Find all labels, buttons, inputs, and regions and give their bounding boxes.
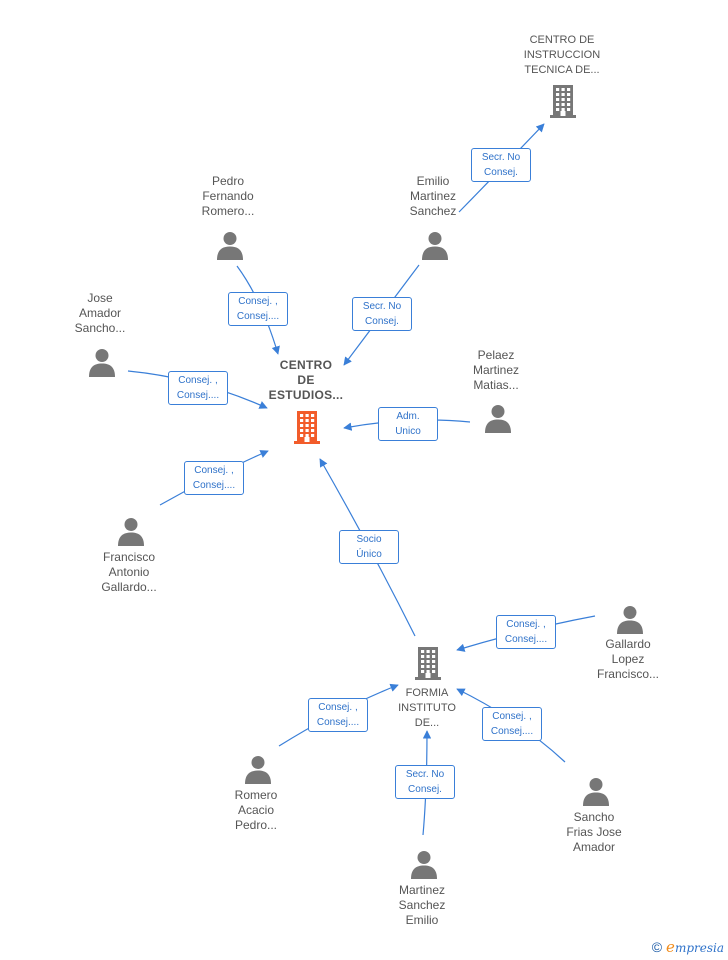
edge-label-line: Consej. , [506,619,546,630]
node-label-line: Emilio [416,174,450,188]
node-label-line: Jose [87,291,113,305]
edge-label-e2[interactable]: Consej. , Consej.... [228,292,288,326]
node-label-line: CENTRO DE [529,34,595,46]
node-label-line: INSTRUCCION [523,49,601,61]
person-icon[interactable] [409,849,439,884]
node-label-line: CENTRO [279,358,333,372]
edge-label-line: Único [356,549,382,560]
edge-label-line: Consej. , [318,702,358,713]
person-icon[interactable] [243,754,273,789]
node-label-line: Martinez [398,883,445,897]
edge-label-line: Consej.... [192,480,236,491]
edge-label-line: Consej. [365,316,399,327]
node-label-line: Francisco... [596,667,659,681]
edge-label-line: Socio [356,534,382,545]
node-label-line: Sancho... [74,321,126,335]
edge-label-line: Consej. [408,784,442,795]
node-label-line: Gallardo [605,637,651,651]
node-label-line: Frias Jose [566,825,622,839]
node-label-line: DE... [414,717,440,729]
node-label-line: Lopez [611,652,645,666]
edge-label-line: Consej. , [492,711,532,722]
building-icon[interactable] [412,646,444,685]
edge-label-e11[interactable]: Secr. No Consej. [395,765,455,799]
building-icon[interactable] [547,84,579,123]
edge-label-line: Consej. , [238,296,278,307]
edge-label-line: Secr. No [362,301,402,312]
node-label-line: ESTUDIOS... [268,388,344,402]
person-icon[interactable] [420,230,450,265]
brand-name: mpresia [674,941,724,955]
node-label-line: TECNICA DE... [524,64,600,76]
node-label-line: Emilio [405,913,439,927]
edge-label-e1[interactable]: Secr. No Consej. [471,148,531,182]
edge-label-line: Consej. , [178,375,218,386]
person-icon[interactable] [581,776,611,811]
person-icon[interactable] [87,347,117,382]
node-label-line: DE [297,373,315,387]
edge-label-line: Secr. No [405,769,445,780]
person-icon[interactable] [215,230,245,265]
node-label-line: Romero... [201,204,255,218]
node-label-line: Fernando [202,189,254,203]
person-icon[interactable] [615,604,645,639]
edge-label-line: Consej. , [194,465,234,476]
node-label-line: Pedro [211,174,245,188]
node-label-centro-instruccion[interactable]: CENTRO DE INSTRUCCION TECNICA DE... [512,33,612,78]
edge-label-e8[interactable]: Consej. , Consej.... [496,615,556,649]
node-label-line: Pelaez [477,348,515,362]
brand-initial: e [666,938,675,956]
edge-label-line: Consej.... [490,726,534,737]
node-label-formia[interactable]: FORMIA INSTITUTO DE... [387,686,467,731]
copyright-icon: © [651,939,663,955]
node-label-line: Sancho [573,810,615,824]
person-icon[interactable] [483,403,513,438]
node-label-line: Sanchez [398,898,446,912]
node-label-line: Antonio [108,565,150,579]
node-label-line: Pedro... [234,818,278,832]
node-label-line: INSTITUTO [398,702,456,714]
building-icon[interactable] [291,410,323,449]
edge-label-e9[interactable]: Consej. , Consej.... [308,698,368,732]
node-label-line: Romero [234,788,278,802]
node-label-line: Gallardo... [101,580,157,594]
edge-label-line: Consej. [484,167,518,178]
edge-label-e4[interactable]: Consej. , Consej.... [168,371,228,405]
node-label-line: Sanchez [409,204,457,218]
node-label-line: Martinez [409,189,456,203]
edge-label-line: Secr. No [481,152,521,163]
edge-label-e5[interactable]: Adm. Unico [378,407,438,441]
person-icon[interactable] [116,516,146,551]
edge-label-line: Adm. [396,411,420,422]
edge-label-line: Consej.... [176,390,220,401]
node-label-line: Martinez [472,363,519,377]
node-label-line: FORMIA [405,687,449,699]
edge-label-line: Consej.... [504,634,548,645]
edge-label-e3[interactable]: Secr. No Consej. [352,297,412,331]
node-label-line: Francisco [102,550,155,564]
edge-label-e6[interactable]: Consej. , Consej.... [184,461,244,495]
node-label-line: Acacio [237,803,275,817]
edge-label-line: Consej.... [236,311,280,322]
node-label-line: Matias... [473,378,519,392]
empresia-logo: ©empresia [652,938,724,956]
node-label-line: Amador [78,306,122,320]
edge-label-e10[interactable]: Consej. , Consej.... [482,707,542,741]
edge-label-line: Consej.... [316,717,360,728]
node-label-line: Amador [572,840,616,854]
edge-label-line: Unico [395,426,421,437]
